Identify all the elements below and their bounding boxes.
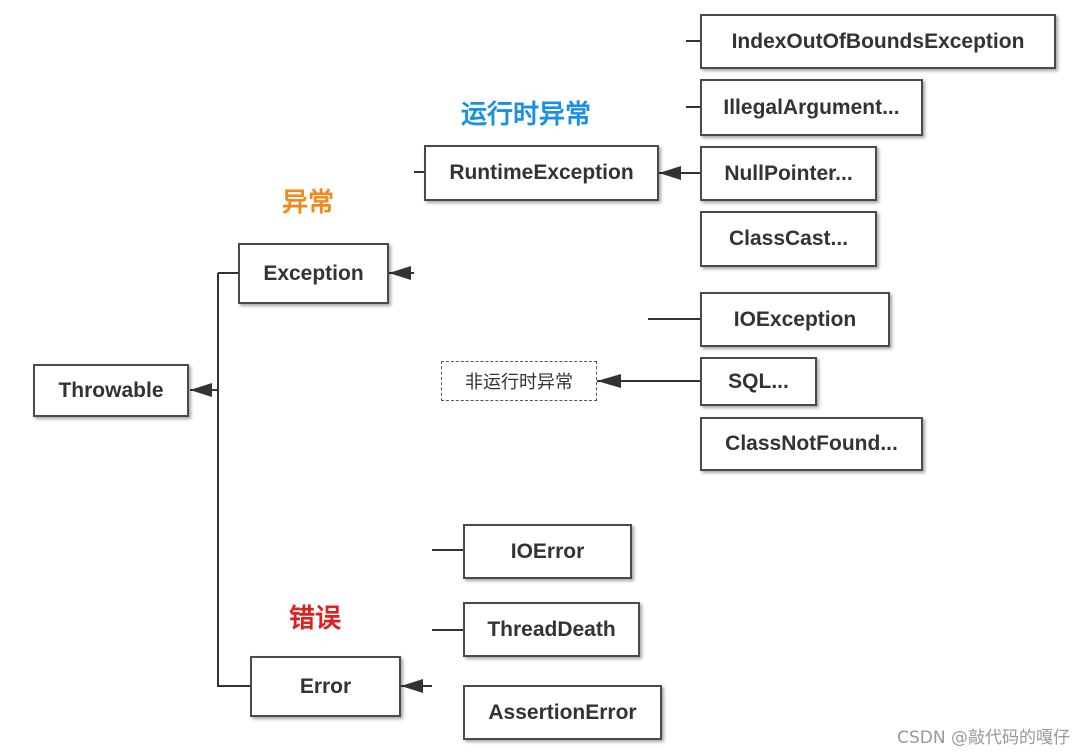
exception-label: 异常 [282,188,335,218]
class-cast-node: ClassCast... [700,211,877,267]
error-node: Error [250,656,401,717]
io-error-node: IOError [463,524,632,579]
runtime-exception-label: 运行时异常 [461,100,592,130]
throwable-node: Throwable [33,364,189,417]
null-pointer-node: NullPointer... [700,146,877,201]
class-not-found-node: ClassNotFound... [700,417,923,471]
non-runtime-exception-node: 非运行时异常 [441,361,597,401]
watermark: CSDN @敲代码的嘎仔 [897,728,1070,748]
sql-node: SQL... [700,357,817,406]
runtime-exception-node: RuntimeException [424,145,659,201]
arrowhead-throwable [190,383,212,397]
illegal-argument-node: IllegalArgument... [700,79,923,136]
io-exception-node: IOException [700,292,890,347]
arrowhead-error [401,679,423,693]
arrowhead-runtime [659,166,681,180]
connector-throwable-spine [217,273,250,687]
assertion-error-node: AssertionError [463,685,662,740]
arrowhead-nonruntime [597,374,621,388]
index-out-of-bounds-node: IndexOutOfBoundsException [700,14,1056,69]
exception-node: Exception [238,243,389,304]
thread-death-node: ThreadDeath [463,602,640,657]
error-label: 错误 [289,604,342,634]
arrowhead-exception [389,266,411,280]
